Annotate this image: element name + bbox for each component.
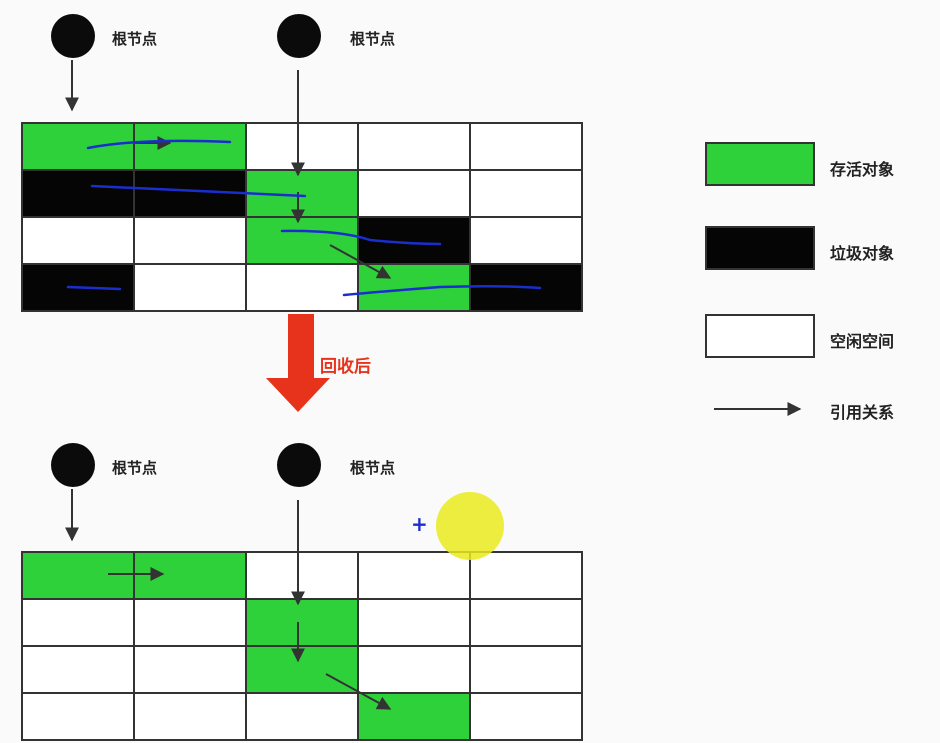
after-cell-free [359, 647, 469, 692]
before-cell-free [359, 124, 469, 169]
after-cell-free [471, 647, 581, 692]
before-cell-free [23, 218, 133, 263]
after-cell-free [247, 694, 357, 739]
before-cell-garbage [359, 218, 469, 263]
legend-label-free: 空闲空间 [830, 332, 895, 351]
after-cell-live [23, 553, 133, 598]
root-label-1-top: 根节点 [112, 30, 158, 48]
legend-swatch-garbage [705, 226, 815, 270]
legend-label-garbage: 垃圾对象 [830, 244, 895, 263]
root-node-2-top [277, 14, 321, 58]
before-cell-free [135, 265, 245, 310]
after-cell-free [359, 600, 469, 645]
before-cell-garbage [23, 171, 133, 216]
after-cell-free [135, 600, 245, 645]
after-cell-free [471, 600, 581, 645]
root-label-2-bottom: 根节点 [350, 459, 396, 477]
after-cell-free [135, 647, 245, 692]
legend-swatch-live [705, 142, 815, 186]
after-cell-free [247, 553, 357, 598]
before-cell-live [247, 171, 357, 216]
after-cell-free [471, 553, 581, 598]
before-cell-free [135, 218, 245, 263]
before-cell-free [471, 124, 581, 169]
before-cell-free [471, 218, 581, 263]
before-cell-live [23, 124, 133, 169]
before-cell-free [247, 265, 357, 310]
before-cell-free [359, 171, 469, 216]
after-cell-free [23, 600, 133, 645]
before-cell-free [247, 124, 357, 169]
after-cell-live [247, 600, 357, 645]
before-cell-live [359, 265, 469, 310]
after-cell-free [359, 553, 469, 598]
before-cell-live [247, 218, 357, 263]
after-cell-free [135, 694, 245, 739]
after-cell-live [135, 553, 245, 598]
root-label-1-bottom: 根节点 [112, 459, 158, 477]
after-collection-label: 回收后 [320, 357, 371, 377]
after-cell-live [359, 694, 469, 739]
root-label-2-top: 根节点 [350, 30, 396, 48]
after-cell-free [471, 694, 581, 739]
cursor-highlight [436, 492, 504, 560]
root-node-1-top [51, 14, 95, 58]
legend-label-live: 存活对象 [830, 160, 895, 179]
after-cell-live [247, 647, 357, 692]
memory-grid-after [21, 551, 583, 741]
root-node-1-bottom [51, 443, 95, 487]
cursor-crosshair-icon: + [411, 512, 428, 536]
before-cell-garbage [135, 171, 245, 216]
before-cell-garbage [23, 265, 133, 310]
before-cell-garbage [471, 265, 581, 310]
memory-grid-before [21, 122, 583, 312]
after-cell-free [23, 694, 133, 739]
legend-swatch-free [705, 314, 815, 358]
legend-label-reference: 引用关系 [830, 403, 895, 422]
before-cell-free [471, 171, 581, 216]
before-cell-live [135, 124, 245, 169]
root-node-2-bottom [277, 443, 321, 487]
after-cell-free [23, 647, 133, 692]
